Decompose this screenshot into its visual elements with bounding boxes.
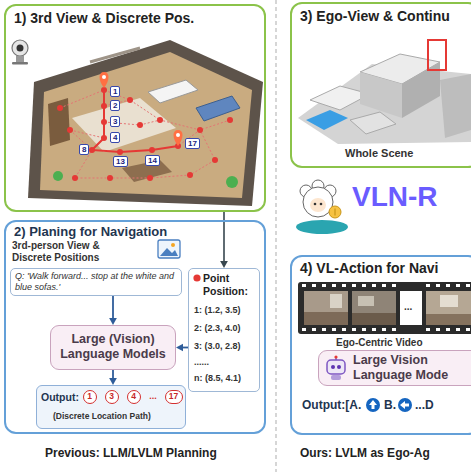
callout-number: 14	[145, 155, 160, 166]
box-heading: Point Position:	[203, 272, 255, 298]
step-circle: 4	[127, 390, 141, 404]
callout-number: 4	[110, 132, 120, 143]
step-number: 17	[166, 391, 181, 402]
arrowhead	[220, 261, 228, 268]
connector	[176, 344, 188, 352]
bottom-caption: Previous: LLM/LVLM Planning	[45, 446, 217, 460]
panel-title: 4) VL-Action for Navi	[300, 260, 438, 277]
action-output: B.	[384, 398, 396, 412]
mascot	[296, 180, 348, 234]
step-number: 3	[106, 391, 117, 402]
city-scene	[298, 40, 471, 144]
model-box: Large Vision Language Mode	[318, 350, 471, 386]
output-caption: (Discrete Location Path)	[53, 411, 151, 422]
action-icons	[366, 398, 412, 412]
model-box: Large (Vision) Language Models	[50, 325, 176, 370]
query-text: Q: 'Walk forward... stop at the white an…	[15, 271, 177, 293]
arrowhead	[109, 318, 117, 325]
arrowhead	[109, 378, 117, 385]
red-dot-icon	[193, 274, 201, 282]
callout-number: 2	[110, 100, 120, 111]
room-scene	[28, 40, 263, 206]
logo-text: VLN-R	[352, 181, 438, 213]
connector-line	[112, 370, 114, 379]
coordinate: 2: (2.3, 4.0)	[194, 323, 241, 334]
bottom-caption: Ours: LVLM as Ego-Ag	[300, 446, 430, 460]
step-circle: 3	[105, 390, 119, 404]
section-panel: 1) 3rd View & Discrete Pos.	[4, 4, 266, 212]
action-output: ...D	[415, 398, 434, 412]
step-number: 4	[128, 391, 139, 402]
step-circle: 17	[165, 390, 183, 404]
panel-title: 1) 3rd View & Discrete Pos.	[14, 10, 194, 27]
callout-number: 8	[79, 144, 89, 155]
step-number: 1	[84, 391, 95, 402]
callout-number: 1	[110, 86, 120, 97]
callout-number: 13	[113, 156, 128, 167]
input-heading: 3rd-person View & Discrete Positions	[12, 240, 124, 264]
ellipsis: ...	[404, 301, 412, 313]
video-caption: Ego-Centric Video	[336, 337, 423, 349]
model-name: Large (Vision) Language Models	[54, 332, 172, 362]
scene-caption: Whole Scene	[345, 147, 413, 160]
coordinate: n: (8.5, 4.1)	[194, 373, 241, 384]
action-output: Output:[A.	[302, 398, 361, 412]
position-box: Point Position: 1: (1.2, 3.5) 2: (2.3, 4.0…	[188, 268, 260, 392]
output-box: Output: (Discrete Location Path) 134 17	[36, 385, 186, 429]
panel-title: 2) Planing for Navigation	[14, 224, 167, 240]
step-circle: 1	[83, 390, 97, 404]
robot-icon	[324, 355, 348, 381]
image-icon	[158, 240, 180, 258]
coordinate: ......	[194, 357, 209, 368]
panel-title: 3) Ego-View & Continu	[300, 8, 450, 25]
video-strip	[298, 282, 471, 334]
query-box: Q: 'Walk forward... stop at the white an…	[10, 268, 182, 296]
arrowhead	[176, 344, 183, 352]
coordinate: 3: (3.0, 2.8)	[194, 341, 241, 352]
coordinate: 1: (1.2, 3.5)	[194, 305, 241, 316]
connector	[109, 296, 117, 325]
callout-number: 3	[110, 116, 120, 127]
section-panel: 3) Ego-View & Continu	[290, 2, 471, 168]
connector	[109, 370, 117, 385]
camera-icon	[12, 40, 28, 65]
model-name: Large Vision Language Mode	[353, 353, 471, 383]
connector-line	[112, 296, 114, 319]
edge-label: ...	[148, 391, 158, 401]
callout-number: 17	[185, 138, 200, 149]
output-label: Output:	[41, 391, 79, 404]
